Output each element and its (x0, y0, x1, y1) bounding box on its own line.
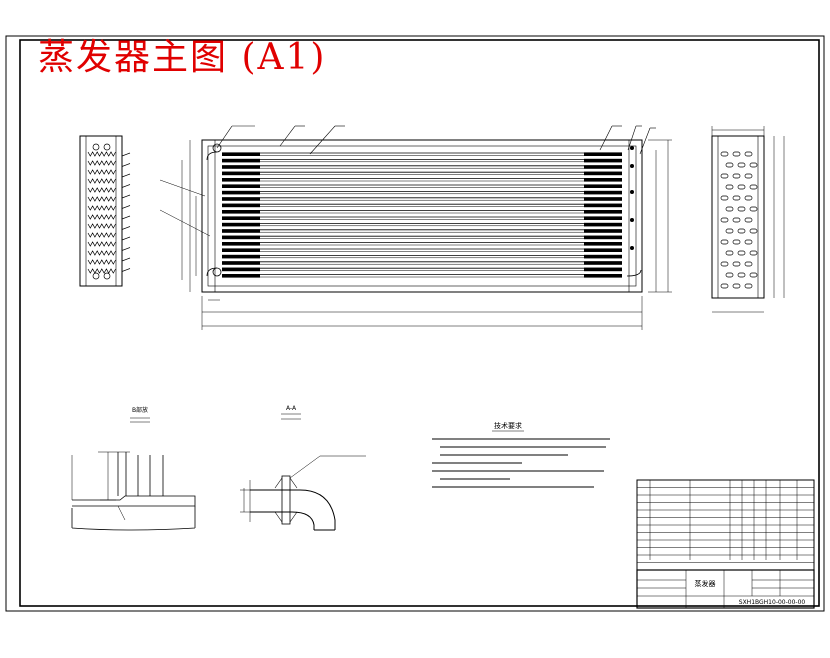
detail-b-label: B部放 (132, 406, 148, 414)
title-block: 蒸发器 SXH1BGH10-00-00-00 (636, 569, 815, 609)
front-view (159, 125, 672, 330)
parts-list (636, 479, 815, 571)
left-side-view (79, 135, 131, 287)
inner-border (19, 39, 820, 607)
section-a-a-view: A-A (240, 405, 366, 531)
drawing-number: SXH1BGH10-00-00-00 (739, 599, 806, 606)
right-side-view (711, 126, 785, 313)
section-a-a-label: A-A (286, 405, 297, 412)
drawing-title: 蒸发器主图 (A1) (38, 37, 327, 78)
part-name: 蒸发器 (695, 579, 716, 588)
outer-border (5, 35, 825, 612)
technical-notes: 技术要求 (432, 421, 610, 488)
notes-heading: 技术要求 (494, 421, 522, 430)
detail-b-view: B部放 (71, 406, 196, 531)
